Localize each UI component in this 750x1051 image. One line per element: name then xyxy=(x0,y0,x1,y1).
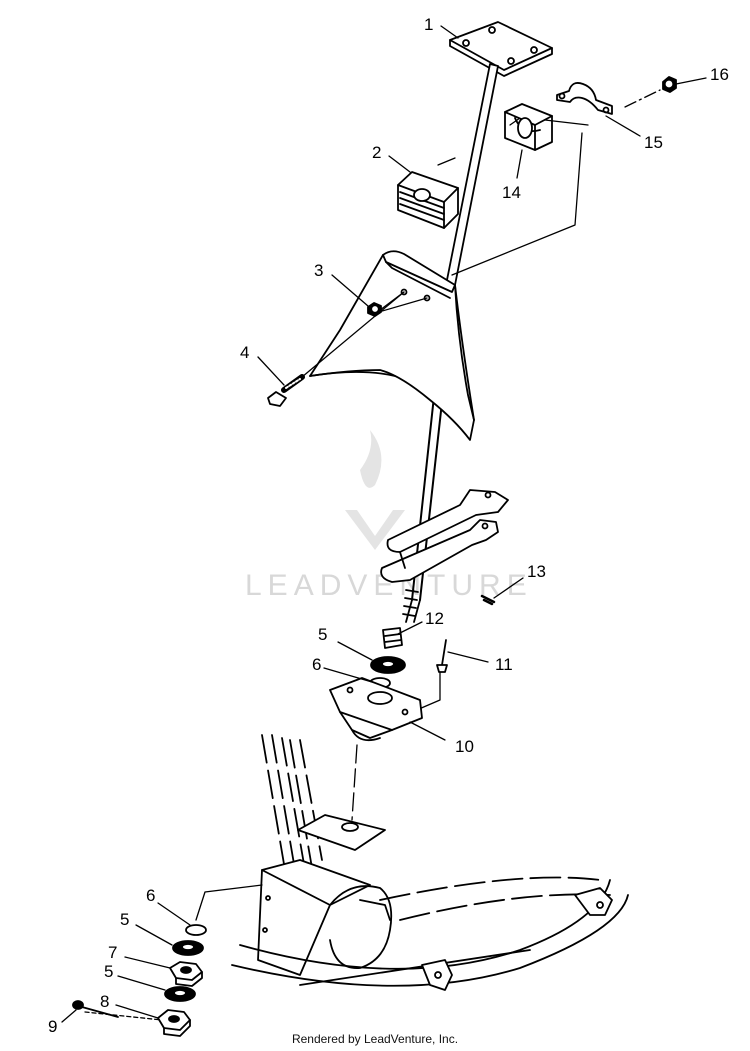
leader-lines xyxy=(84,89,661,1021)
callout-6-upper: 6 xyxy=(312,655,321,674)
part-13-clip xyxy=(480,594,496,606)
part-11-pin xyxy=(436,639,448,673)
callout-14: 14 xyxy=(502,183,521,202)
part-5-washer-lower-a xyxy=(172,940,204,956)
part-15-strap xyxy=(556,82,613,115)
part-14-clamp xyxy=(504,103,553,151)
part-12-coupler xyxy=(382,627,403,649)
support-bracket xyxy=(380,489,509,623)
callout-3: 3 xyxy=(314,261,323,280)
part-3-nut xyxy=(367,302,382,317)
callout-5-lower-b: 5 xyxy=(104,962,113,981)
callout-6-lower: 6 xyxy=(146,886,155,905)
part-2-block xyxy=(397,171,459,229)
part-16-nut xyxy=(662,76,677,93)
part-6-ring-lower xyxy=(185,924,207,936)
callout-10: 10 xyxy=(455,737,474,756)
callout-5-lower-a: 5 xyxy=(120,910,129,929)
callout-4: 4 xyxy=(240,343,249,362)
callout-leaders xyxy=(61,25,707,1023)
callout-12: 12 xyxy=(425,609,444,628)
footer-credit: Rendered by LeadVenture, Inc. xyxy=(291,1032,459,1046)
shroud xyxy=(309,250,475,441)
lower-frame xyxy=(231,734,629,991)
callout-1: 1 xyxy=(424,15,433,34)
callout-8: 8 xyxy=(100,992,109,1011)
callout-15: 15 xyxy=(644,133,663,152)
callout-2: 2 xyxy=(372,143,381,162)
callout-13: 13 xyxy=(527,562,546,581)
part-4-bolt xyxy=(267,374,305,407)
part-10-bracket xyxy=(329,677,423,742)
callout-5-upper: 5 xyxy=(318,625,327,644)
callout-numbers: 1 2 3 4 5 6 5 6 7 5 8 9 10 11 12 13 14 1… xyxy=(48,15,729,1036)
part-9-cotter-pin xyxy=(72,1000,119,1018)
callout-9: 9 xyxy=(48,1017,57,1036)
part-7-nut xyxy=(169,961,203,987)
part-8-castle-nut xyxy=(157,1009,191,1037)
callout-16: 16 xyxy=(710,65,729,84)
part-5-washer-lower-b xyxy=(164,986,196,1002)
callout-11: 11 xyxy=(495,655,513,674)
part-5-washer-upper xyxy=(370,656,406,674)
callout-7: 7 xyxy=(108,943,117,962)
